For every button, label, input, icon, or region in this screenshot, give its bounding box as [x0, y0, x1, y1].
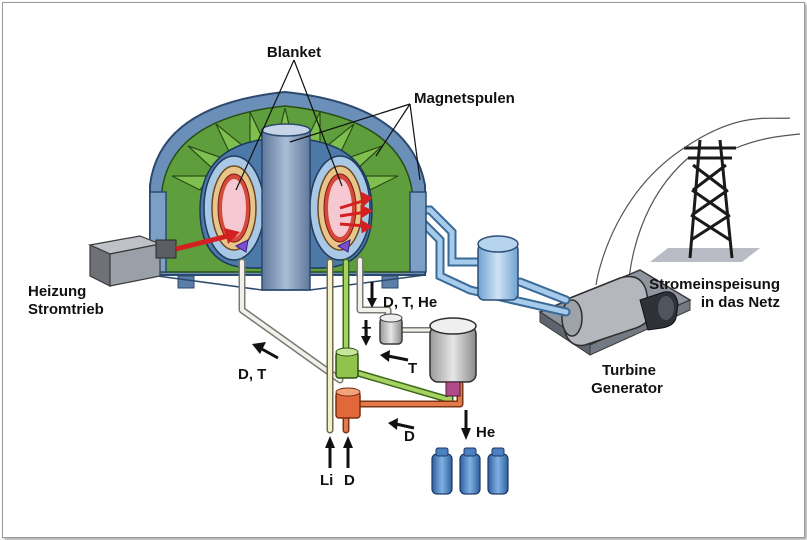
label-li: Li: [320, 472, 334, 489]
label-d-t-left: D, T: [238, 366, 267, 383]
leader-lines: [235, 59, 421, 191]
tritium-separator: [335, 347, 359, 379]
central-column: [261, 123, 311, 291]
helium-canisters: [431, 447, 509, 495]
label-d-horizontal: D: [404, 428, 415, 445]
label-heizung: Heizung: [28, 283, 87, 300]
deuterium-unit: [335, 387, 361, 419]
heating-beam-arrow: [224, 228, 240, 244]
label-stromeinspeisung: Stromeinspeisung: [649, 276, 780, 293]
helium-separator-tank: [429, 317, 477, 397]
label-blanket: Blanket: [266, 44, 322, 61]
label-magnetspulen: Magnetspulen: [414, 90, 515, 107]
label-in-das-netz: in das Netz: [700, 294, 780, 311]
left-blanket: [199, 139, 265, 269]
label-d-bottom: D: [344, 472, 355, 489]
tower-base-shadow: [650, 248, 760, 262]
turbine-generator: [538, 269, 692, 356]
heat-arrows: [339, 191, 374, 234]
label-generator: Generator: [591, 380, 663, 397]
tokamak: [149, 90, 427, 291]
label-he: He: [476, 424, 496, 441]
label-d-t-he: D, T, He: [383, 294, 438, 311]
power-tower: [595, 117, 801, 291]
label-turbine: Turbine: [602, 362, 656, 379]
heat-exchanger-tank: [477, 235, 519, 301]
label-t-vertical: T: [362, 324, 372, 341]
heating-unit: [87, 228, 240, 287]
flow-arrows: [252, 282, 471, 468]
small-valve: [379, 313, 403, 345]
label-stromtrieb: Stromtrieb: [28, 301, 104, 318]
label-t-horizontal: T: [408, 360, 418, 377]
